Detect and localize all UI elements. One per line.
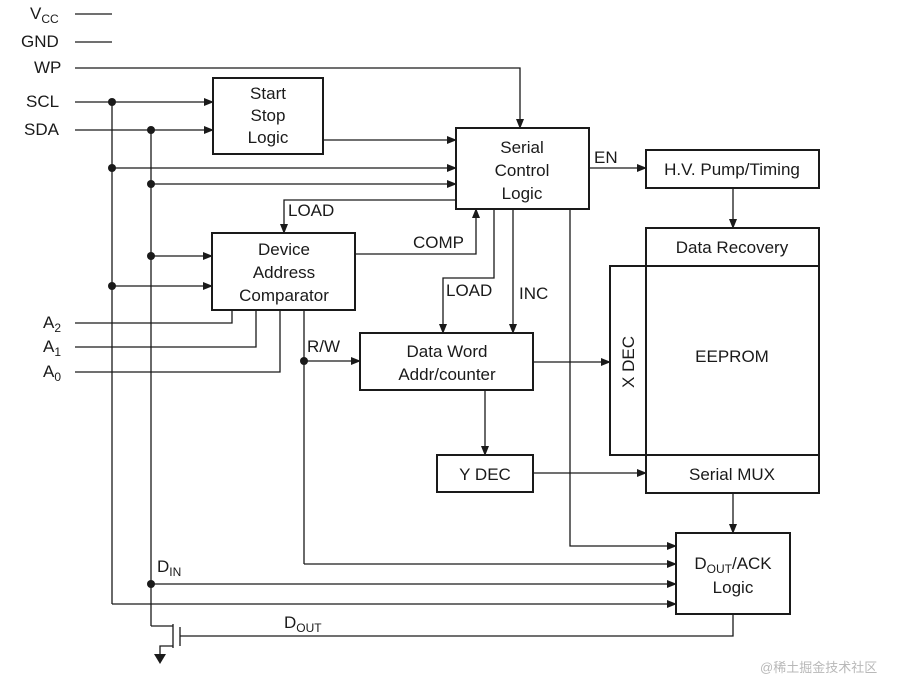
svg-text:H.V. Pump/Timing: H.V. Pump/Timing (664, 160, 800, 179)
block-data-word-addr-counter: Data Word Addr/counter (359, 332, 534, 391)
signal-comp: COMP (413, 233, 464, 252)
signal-din: DIN (157, 557, 181, 579)
wires (75, 13, 737, 664)
pin-gnd: GND (21, 32, 59, 51)
data-recovery-label: Data Recovery (676, 238, 789, 257)
svg-text:Stop: Stop (251, 106, 286, 125)
block-x-dec: X DEC (609, 265, 647, 456)
pin-sda: SDA (24, 120, 60, 139)
signal-rw: R/W (307, 337, 340, 356)
open-drain-transistor (151, 624, 181, 664)
svg-text:Comparator: Comparator (239, 286, 329, 305)
svg-text:Addr/counter: Addr/counter (398, 365, 496, 384)
svg-text:Start: Start (250, 84, 286, 103)
svg-text:Serial: Serial (500, 138, 543, 157)
a2-wire (75, 310, 233, 324)
svg-text:X DEC: X DEC (619, 336, 638, 388)
svg-text:Address: Address (253, 263, 315, 282)
pin-vcc: VCC (30, 4, 59, 26)
block-eeprom-array: Data Recovery EEPROM Serial MUX (645, 227, 820, 494)
serial-mux-label: Serial MUX (689, 465, 775, 484)
load-top-wire (280, 199, 456, 234)
svg-text:Logic: Logic (248, 128, 289, 147)
dout-feedback (180, 614, 734, 637)
signal-en: EN (594, 148, 618, 167)
block-y-dec: Y DEC (436, 454, 534, 493)
pin-a0: A0 (43, 362, 61, 384)
comp-wire (355, 208, 480, 255)
pin-a1: A1 (43, 337, 61, 359)
wp-wire (75, 67, 524, 129)
watermark: @稀土掘金技术社区 (760, 660, 877, 675)
a1-wire (75, 310, 257, 348)
block-start-stop-logic: Start Stop Logic (212, 77, 324, 155)
control-to-dout (569, 209, 677, 550)
load-mid-wire (439, 209, 495, 334)
block-dout-ack-logic: DOUT/ACK Logic (675, 532, 791, 615)
signal-dout: DOUT (284, 613, 322, 635)
pin-a2: A2 (43, 313, 61, 335)
signal-load-top: LOAD (288, 201, 334, 220)
eeprom-label: EEPROM (695, 347, 769, 366)
signal-load-mid: LOAD (446, 281, 492, 300)
junction-dots (108, 98, 308, 588)
pin-scl: SCL (26, 92, 59, 111)
a0-wire (75, 310, 281, 373)
svg-text:Y DEC: Y DEC (459, 465, 511, 484)
block-serial-control-logic: Serial Control Logic (455, 127, 590, 210)
svg-text:DOUT/ACK: DOUT/ACK (694, 554, 772, 576)
svg-text:Logic: Logic (713, 578, 754, 597)
block-hv-pump-timing: H.V. Pump/Timing (645, 149, 820, 189)
signal-inc: INC (519, 284, 548, 303)
block-device-address-comparator: Device Address Comparator (211, 232, 356, 311)
pin-wp: WP (34, 58, 61, 77)
svg-text:Control: Control (495, 161, 550, 180)
svg-text:Logic: Logic (502, 184, 543, 203)
svg-text:Device: Device (258, 240, 310, 259)
svg-text:Data Word: Data Word (407, 342, 488, 361)
